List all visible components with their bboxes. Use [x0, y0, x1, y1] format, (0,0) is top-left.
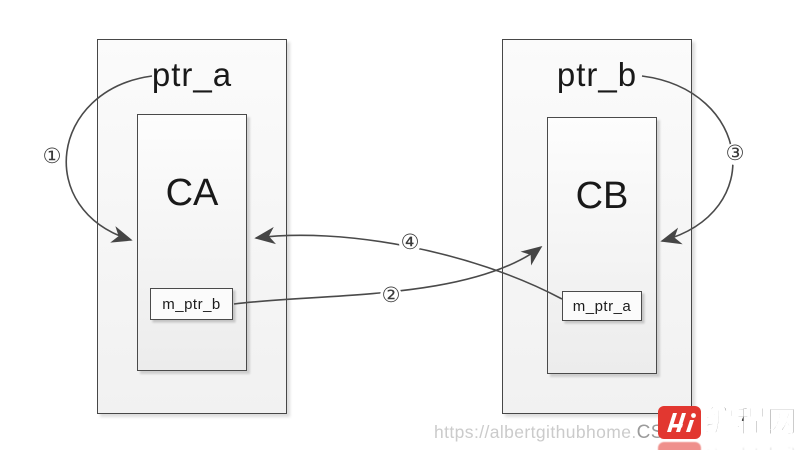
arrow-badge-3: ③ [724, 142, 746, 165]
cb-label: CB [575, 175, 629, 217]
logo-site-name: 编程网 [705, 406, 798, 440]
bianchengwang-logo: 编程网 [658, 406, 800, 440]
object-box-ca [137, 114, 247, 371]
member-field-m-ptr-a: m_ptr_a [562, 291, 642, 321]
logo-red-tile [658, 406, 701, 439]
watermark-url-text: https://albertgithubhome. [434, 422, 637, 442]
watermark-url-suffix: CS [636, 422, 664, 443]
arrow-badge-1: ① [41, 145, 63, 168]
m-ptr-a-label: m_ptr_a [572, 297, 632, 315]
logo-reflection: 编程网 [658, 441, 799, 450]
logo-red-tile-reflection [658, 442, 701, 450]
ptr-b-label: ptr_b [556, 56, 638, 93]
object-box-cb [547, 117, 657, 374]
logo-site-name-reflection: 编程网 [705, 441, 799, 450]
member-field-m-ptr-b: m_ptr_b [150, 288, 233, 320]
watermark-url: https://albertgithubhome.CS [434, 422, 664, 444]
m-ptr-b-label: m_ptr_b [162, 295, 221, 313]
ca-label: CA [165, 172, 219, 214]
arrow-badge-4: ④ [399, 231, 421, 254]
ptr-a-label: ptr_a [151, 56, 233, 93]
arrow-badge-2: ② [380, 284, 402, 307]
logo-hi-glyph-icon [667, 413, 696, 432]
